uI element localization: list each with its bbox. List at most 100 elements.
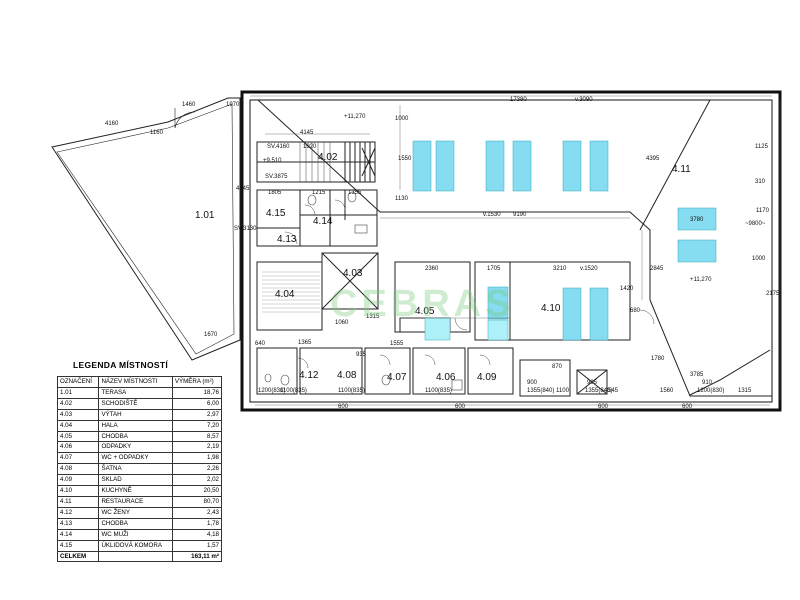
terrace-outline — [51, 97, 241, 361]
dim-label: 600 — [338, 404, 349, 410]
legend-cell-code: 4.15 — [56, 539, 100, 552]
room-label-4.02: 4.02 — [318, 152, 338, 163]
legend-cell-code: 4.03 — [56, 408, 100, 421]
dim-label: 640 — [255, 341, 266, 347]
legend-total-spacer — [98, 550, 173, 563]
legend-cell-name: WC ŽENY — [98, 506, 173, 519]
room-label-4.11: 4.11 — [672, 164, 691, 175]
legend-cell-area: 1,57 — [171, 539, 223, 552]
legend-cell-code: 4.06 — [56, 441, 100, 454]
dim-label: v.3090 — [575, 97, 593, 103]
dim-label: 900 — [527, 380, 538, 386]
terrace-door — [174, 108, 196, 129]
dim-label: 870 — [552, 364, 563, 370]
legend-title: LEGENDA MÍSTNOSTÍ — [73, 360, 168, 370]
dim-label: 1170 — [756, 208, 770, 214]
room-label-4.06: 4.06 — [436, 372, 456, 383]
legend-cell-area: 7,20 — [171, 419, 223, 432]
legend-cell-area: 1,98 — [171, 452, 223, 465]
dim-label: 1780 — [651, 356, 665, 362]
dim-label: 1460 — [182, 102, 196, 108]
room-label-1.01: 1.01 — [195, 210, 215, 221]
legend-cell-name: ODPADKY — [98, 441, 173, 454]
dim-label: 680 — [630, 308, 641, 314]
legend-cell-area: 6,00 — [171, 397, 223, 410]
legend-cell-code: 4.08 — [56, 463, 100, 476]
legend-cell-name: WC MUŽI — [98, 528, 173, 541]
dim-label: 600 — [682, 404, 693, 410]
dim-label: 1805 — [268, 190, 282, 196]
room-label-4.15: 4.15 — [266, 208, 286, 219]
legend-table: OZNAČENÍ NÁZEV MÍSTNOSTI VÝMĚRA (m²) 1.0… — [56, 376, 223, 563]
dim-label: 1355(840) — [585, 388, 612, 394]
door-swings — [284, 199, 655, 369]
legend-cell-area: 2,43 — [171, 506, 223, 519]
legend-cell-name: CHODBA — [98, 430, 173, 443]
legend-cell-name: SCHODIŠTĚ — [98, 397, 173, 410]
legend-cell-name: ŠATNA — [98, 463, 173, 476]
room-legend: LEGENDA MÍSTNOSTÍ OZNAČENÍ NÁZEV MÍSTNOS… — [56, 360, 223, 563]
dim-label: v.1520 — [580, 266, 598, 272]
dim-label: 4245 — [236, 186, 250, 192]
wc-block — [256, 189, 378, 247]
restaurant-tables — [412, 140, 717, 341]
hall-hatch — [262, 271, 320, 313]
dim-label: v.1530 — [483, 212, 501, 218]
dim-label: SV.3875 — [265, 174, 288, 180]
dim-label: 1970 — [226, 102, 240, 108]
dim-label: 310 — [755, 179, 766, 185]
room-label-4.13: 4.13 — [277, 234, 297, 245]
legend-cell-area: 20,50 — [171, 485, 223, 497]
legend-cell-code: 4.10 — [56, 485, 100, 497]
legend-cell-area: 2,19 — [171, 441, 223, 454]
dim-label: 1920 — [303, 144, 317, 150]
dim-label: 3780 — [690, 217, 704, 223]
dim-label: 1100(835) — [425, 388, 452, 394]
dim-label: 2845 — [650, 266, 664, 272]
legend-header-area: VÝMĚRA (m²) — [171, 376, 223, 388]
sanitary-fixtures — [264, 191, 463, 391]
room-label-4.14: 4.14 — [313, 216, 333, 227]
legend-cell-area: 80,70 — [171, 495, 223, 508]
service-rooms — [256, 347, 608, 397]
legend-header-row: OZNAČENÍ NÁZEV MÍSTNOSTI VÝMĚRA (m²) — [56, 376, 223, 388]
legend-cell-area: 4,18 — [171, 528, 223, 541]
dim-label: 1200(830) — [697, 388, 724, 394]
legend-cell-area: 2,97 — [171, 408, 223, 421]
dim-label: 1670 — [204, 332, 218, 338]
room-label-4.03: 4.03 — [343, 268, 363, 279]
watermark-logo: CEBRAS — [330, 283, 515, 325]
dim-label: 4145 — [300, 130, 314, 136]
dim-label: +11,270 — [690, 277, 712, 283]
legend-header-code: OZNAČENÍ — [56, 376, 100, 388]
legend-cell-code: 4.04 — [56, 419, 100, 432]
dim-label: 1315 — [366, 314, 380, 320]
dim-label: 1000 — [395, 116, 409, 122]
dim-label: 1160 — [150, 130, 164, 136]
dim-label: 1705 — [487, 266, 501, 272]
dim-label: 1315 — [738, 388, 752, 394]
legend-cell-code: 4.07 — [56, 452, 100, 465]
room-label-4.10: 4.10 — [541, 303, 561, 314]
room-label-4.08: 4.08 — [337, 370, 357, 381]
dim-label: 600 — [455, 404, 466, 410]
room-label-4.07: 4.07 — [387, 372, 407, 383]
dim-label: 1555 — [390, 341, 404, 347]
legend-cell-area: 1,78 — [171, 517, 223, 530]
dim-label: 4160 — [105, 121, 119, 127]
legend-cell-code: 1.01 — [56, 386, 100, 399]
building-walls — [240, 90, 782, 412]
dim-label: 1215 — [312, 190, 326, 196]
dim-label: 3210 — [553, 266, 567, 272]
legend-cell-code: 4.02 — [56, 397, 100, 410]
dim-label: 1560 — [660, 388, 674, 394]
dim-label: 9190 — [513, 212, 527, 218]
